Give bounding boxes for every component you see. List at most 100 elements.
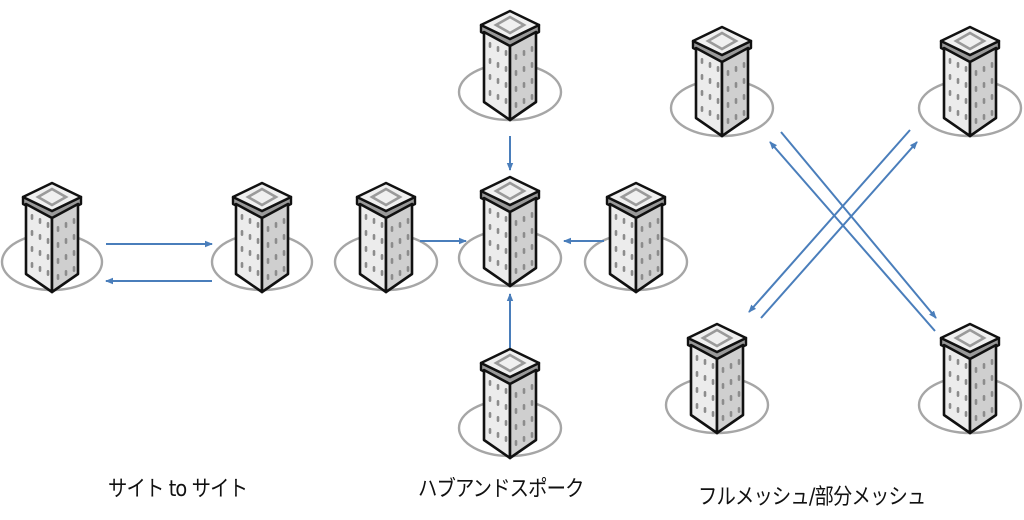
windows	[695, 355, 741, 421]
window	[948, 355, 952, 361]
window	[640, 226, 644, 232]
window	[974, 102, 978, 108]
window	[390, 226, 394, 232]
roof-hatch	[493, 353, 527, 373]
window	[956, 94, 960, 100]
window	[982, 114, 986, 120]
wall-right	[384, 202, 414, 294]
window	[656, 266, 660, 272]
roof-hatch	[953, 328, 987, 348]
window	[496, 244, 500, 250]
window	[990, 407, 994, 413]
site-buildings	[21, 9, 1001, 460]
window	[716, 98, 720, 104]
window	[72, 218, 76, 224]
wall-left	[482, 368, 512, 460]
window	[656, 250, 660, 256]
building-icon-hub-and-spoke-spoke-left	[355, 181, 417, 294]
window	[64, 270, 68, 276]
window	[248, 250, 252, 256]
window	[72, 266, 76, 272]
windows	[488, 380, 534, 446]
wall-right	[508, 30, 538, 122]
roof-top	[479, 175, 541, 207]
window	[522, 388, 526, 394]
window	[530, 62, 534, 68]
window	[514, 54, 518, 60]
connection-arrows	[105, 129, 937, 348]
window	[522, 82, 526, 88]
window	[964, 395, 968, 401]
window	[504, 420, 508, 426]
window	[530, 400, 534, 406]
window	[522, 404, 526, 410]
window	[948, 74, 952, 80]
window	[729, 379, 733, 385]
window	[72, 250, 76, 256]
window	[406, 266, 410, 272]
window	[656, 218, 660, 224]
window	[274, 270, 278, 276]
window	[398, 254, 402, 260]
window	[956, 391, 960, 397]
window	[46, 254, 50, 260]
window	[522, 232, 526, 238]
building-icon-hub-and-spoke-hub	[479, 175, 541, 288]
window	[488, 396, 492, 402]
window	[982, 82, 986, 88]
wall-left	[24, 202, 54, 294]
window	[729, 363, 733, 369]
arrow-full-mesh-bottom-right-to-top-left	[769, 141, 936, 332]
window	[630, 222, 634, 228]
window	[274, 254, 278, 260]
window	[737, 359, 741, 365]
window	[64, 222, 68, 228]
window	[716, 82, 720, 88]
caption-hub-and-spoke: ハブアンドスポーク	[418, 477, 584, 502]
window	[30, 246, 34, 252]
window	[372, 234, 376, 240]
window	[708, 94, 712, 100]
window	[488, 256, 492, 262]
window	[56, 258, 60, 264]
window	[990, 78, 994, 84]
window	[742, 94, 746, 100]
window	[982, 411, 986, 417]
window	[406, 218, 410, 224]
roof-hatch	[493, 181, 527, 201]
windows	[614, 214, 660, 280]
roof-top	[939, 322, 1001, 354]
window	[974, 118, 978, 124]
window	[406, 234, 410, 240]
window	[990, 110, 994, 116]
window	[282, 250, 286, 256]
roof-top	[479, 347, 541, 379]
window	[514, 268, 518, 274]
window	[64, 238, 68, 244]
window	[496, 212, 500, 218]
window	[390, 258, 394, 264]
roof-hatch	[245, 187, 279, 207]
window	[522, 248, 526, 254]
wall-left	[608, 202, 638, 294]
window	[964, 363, 968, 369]
window	[630, 270, 634, 276]
window	[504, 436, 508, 442]
roof-hatch	[953, 31, 987, 51]
window	[56, 226, 60, 232]
window	[695, 371, 699, 377]
window	[695, 403, 699, 409]
window	[622, 218, 626, 224]
window	[496, 78, 500, 84]
window	[504, 248, 508, 254]
window	[380, 238, 384, 244]
window	[614, 214, 618, 220]
arrow-full-mesh-bottom-left-to-top-right	[760, 141, 918, 319]
windows	[488, 42, 534, 108]
window	[700, 74, 704, 80]
window	[734, 98, 738, 104]
wall-left	[482, 30, 512, 122]
window	[742, 78, 746, 84]
windows	[948, 355, 994, 421]
roof-hatch	[493, 15, 527, 35]
